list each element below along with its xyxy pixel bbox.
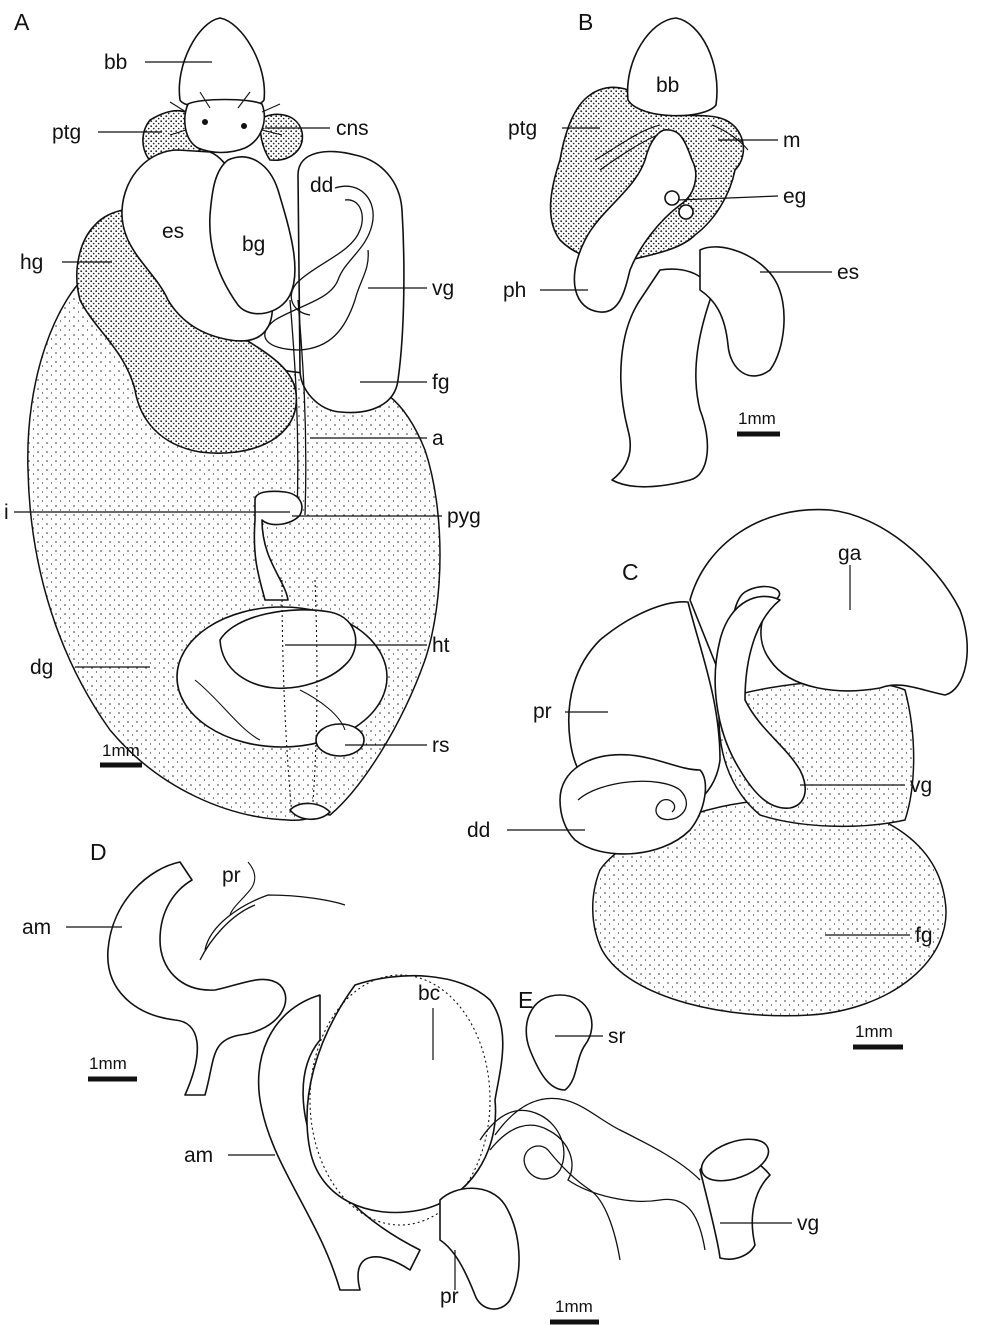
label-b-eg: eg: [783, 185, 806, 208]
label-c-fg: fg: [915, 924, 933, 947]
buccal-bulb-bb: [179, 18, 264, 109]
duct-d: [200, 895, 345, 960]
label-a-pyg: pyg: [447, 505, 481, 528]
label-a-vg: vg: [432, 277, 454, 300]
vagina-duct-e: [490, 1098, 705, 1250]
label-a-i: i: [4, 501, 9, 524]
panel-b-label: B: [578, 9, 593, 35]
cns: [185, 100, 264, 153]
scalebar-a-label: 1mm: [102, 741, 140, 760]
scalebar-d-label: 1mm: [89, 1054, 127, 1073]
panel-c: C ga pr vg dd fg 1mm: [467, 510, 967, 1047]
panel-c-label: C: [622, 559, 639, 585]
label-a-hg: hg: [20, 251, 43, 274]
label-a-cns: cns: [336, 117, 369, 140]
label-a-dg: dg: [30, 656, 53, 679]
scalebar-c-label: 1mm: [855, 1022, 893, 1041]
esophagus-b-right: [700, 247, 784, 376]
label-b-m: m: [783, 129, 801, 152]
label-a-bb: bb: [104, 51, 127, 74]
label-c-dd: dd: [467, 819, 490, 842]
label-e-pr: pr: [440, 1285, 459, 1308]
label-c-ga: ga: [838, 542, 862, 565]
renal-sac-rs: [316, 724, 364, 756]
ptg-a-right: [260, 114, 302, 160]
label-a-es: es: [162, 220, 184, 243]
panel-b: B bb ptg m eg ph es 1mm: [503, 9, 859, 487]
label-e-sr: sr: [608, 1025, 626, 1048]
panel-e-label: E: [518, 987, 533, 1013]
scalebar-e-label: 1mm: [555, 1297, 593, 1316]
eye-left: [202, 119, 208, 125]
label-d-am: am: [22, 916, 51, 939]
label-c-pr: pr: [533, 700, 552, 723]
label-b-bb: bb: [656, 74, 679, 97]
esophagus-b: [612, 269, 711, 487]
label-d-pr: pr: [222, 864, 241, 887]
label-b-ph: ph: [503, 279, 526, 302]
panel-a: A: [4, 9, 481, 820]
label-a-ptg: ptg: [52, 121, 81, 144]
label-a-rs: rs: [432, 734, 450, 757]
panel-a-label: A: [14, 9, 30, 35]
label-e-am: am: [184, 1144, 213, 1167]
scalebar-b-label: 1mm: [738, 409, 776, 428]
label-e-vg: vg: [797, 1212, 819, 1235]
eye-eg: [665, 191, 679, 205]
eye-eg-2: [679, 205, 693, 219]
label-e-bc: bc: [418, 982, 440, 1005]
label-a-dd: dd: [310, 174, 333, 197]
ampulla-am: [108, 862, 286, 1095]
panel-d-label: D: [90, 839, 107, 865]
label-c-vg: vg: [910, 774, 932, 797]
eye-right: [241, 123, 247, 129]
seminal-receptacle-sr: [526, 995, 592, 1090]
label-a-ht: ht: [432, 634, 450, 657]
buccal-bulb-b: [628, 18, 717, 116]
label-b-es: es: [837, 261, 859, 284]
label-a-a: a: [432, 427, 444, 450]
label-b-ptg: ptg: [508, 117, 537, 140]
panel-e: E bc sr am vg pr 1mm: [184, 975, 819, 1322]
label-a-bg: bg: [242, 233, 265, 256]
bursa-copulatrix-bc: [307, 976, 503, 1213]
label-a-fg: fg: [432, 371, 450, 394]
